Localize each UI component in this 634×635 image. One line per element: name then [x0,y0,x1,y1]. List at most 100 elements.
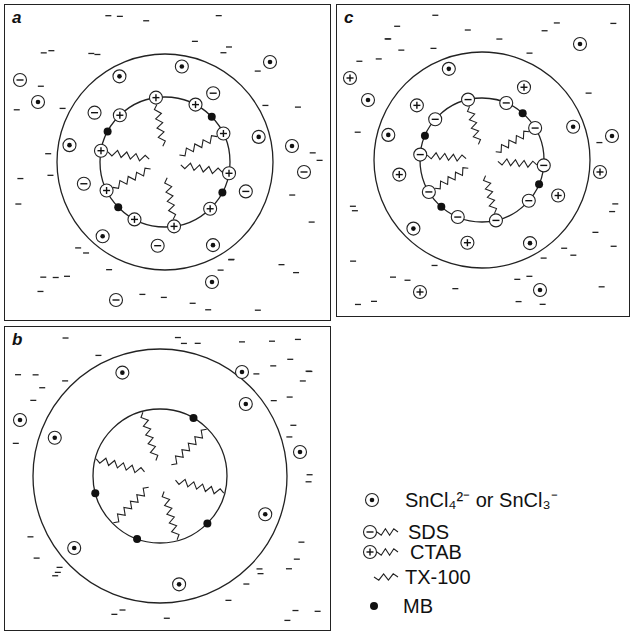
ion-circle [204,202,217,215]
hydrocarbon-tail [498,159,537,167]
anion-dash [610,23,616,24]
hydrocarbon-tail [374,574,398,580]
anion-dash [255,310,261,311]
ion-dot [72,546,77,551]
anion-dash [225,600,231,601]
anion-dash [527,52,533,53]
anion-dash [561,248,567,249]
anion-dash [465,29,471,30]
anion-dash [13,443,19,444]
anion-dash [181,343,187,344]
tin-chloride-ion [173,578,186,591]
sds-head [364,526,377,539]
sds-head [537,159,550,172]
ctab-head [204,202,217,215]
micelle-boundary [100,97,230,227]
ion-circle [189,98,202,111]
mb-dot [370,602,378,610]
sds-head [414,148,427,161]
ion-circle [522,194,535,207]
ion-dot [256,135,261,140]
anion-dash [190,303,196,304]
anion-dash [15,374,21,375]
anion-dash [228,259,234,260]
ion-circle [451,211,464,224]
hydrocarbon-tail [377,549,398,555]
sds-head [522,194,535,207]
ion-dot [52,435,57,440]
ion-circle [173,578,186,591]
micelle-boundary [33,349,287,603]
charge-sign [106,187,107,194]
hydrocarbon-tail [165,178,176,220]
anion-dash [192,41,198,42]
charge-sign [155,94,156,101]
anion-dash [294,559,300,560]
ion-dot [36,100,41,105]
anion-dash [284,620,290,621]
legend-label: SDS [408,520,449,544]
anion-dash [161,297,167,298]
ion-circle [594,166,607,179]
sds-head [462,93,475,106]
ion-circle [168,220,181,233]
ion-dot [411,226,416,231]
ion-circle [149,91,162,104]
anion-dash [105,15,111,16]
micelle-boundary [420,98,544,222]
charge-sign [228,170,229,177]
ctab-head [414,286,427,299]
sds-head [429,113,442,126]
hydrocarbon-tail [141,412,158,460]
anion-dash [609,211,615,212]
charge-sign [80,183,87,184]
tin-chloride-ion [116,366,129,379]
ion-dot [180,64,185,69]
anion-dash [27,536,33,537]
charge-sign [209,205,210,212]
ion-dot [366,98,371,103]
ion-circle [534,284,547,297]
ion-dot [67,143,72,148]
anion-dash [295,339,301,340]
anion-dash [253,373,259,374]
ion-circle [116,366,129,379]
ion-circle [239,398,252,411]
charge-sign [417,154,424,155]
anion-dash [355,132,361,133]
anion-dash [39,387,45,388]
anion-dash [514,279,520,280]
tin-chloride-ion [534,284,547,297]
charge-sign [17,79,24,80]
charge-sign [492,220,499,221]
charge-sign [134,216,135,223]
ion-circle [217,127,230,140]
sds-head [529,122,542,135]
ion-dot [243,402,248,407]
mb-dot [104,127,112,135]
anion-dash [15,203,21,204]
panel-frame: c [336,4,630,317]
tin-chloride-ion [252,130,265,143]
charge-sign [242,191,249,192]
ion-circle [100,184,113,197]
ion-circle [422,185,435,198]
anion-dash [306,371,312,372]
charge-sign [419,289,420,296]
ion-circle [68,541,81,554]
ion-dot [263,512,268,517]
anion-dash [452,288,458,289]
anion-dash [270,365,276,366]
anion-dash [75,247,81,248]
ctab-head [223,167,236,180]
anion-dash [611,246,617,247]
mb-dot [421,132,429,140]
ctab-head [168,220,181,233]
anion-dash [64,276,70,277]
hydrocarbon-tail [435,168,468,189]
sds-head [239,185,252,198]
sds-head [451,211,464,224]
ion-dot [528,241,533,246]
panel-letter: b [12,330,22,350]
ion-circle [128,213,141,226]
